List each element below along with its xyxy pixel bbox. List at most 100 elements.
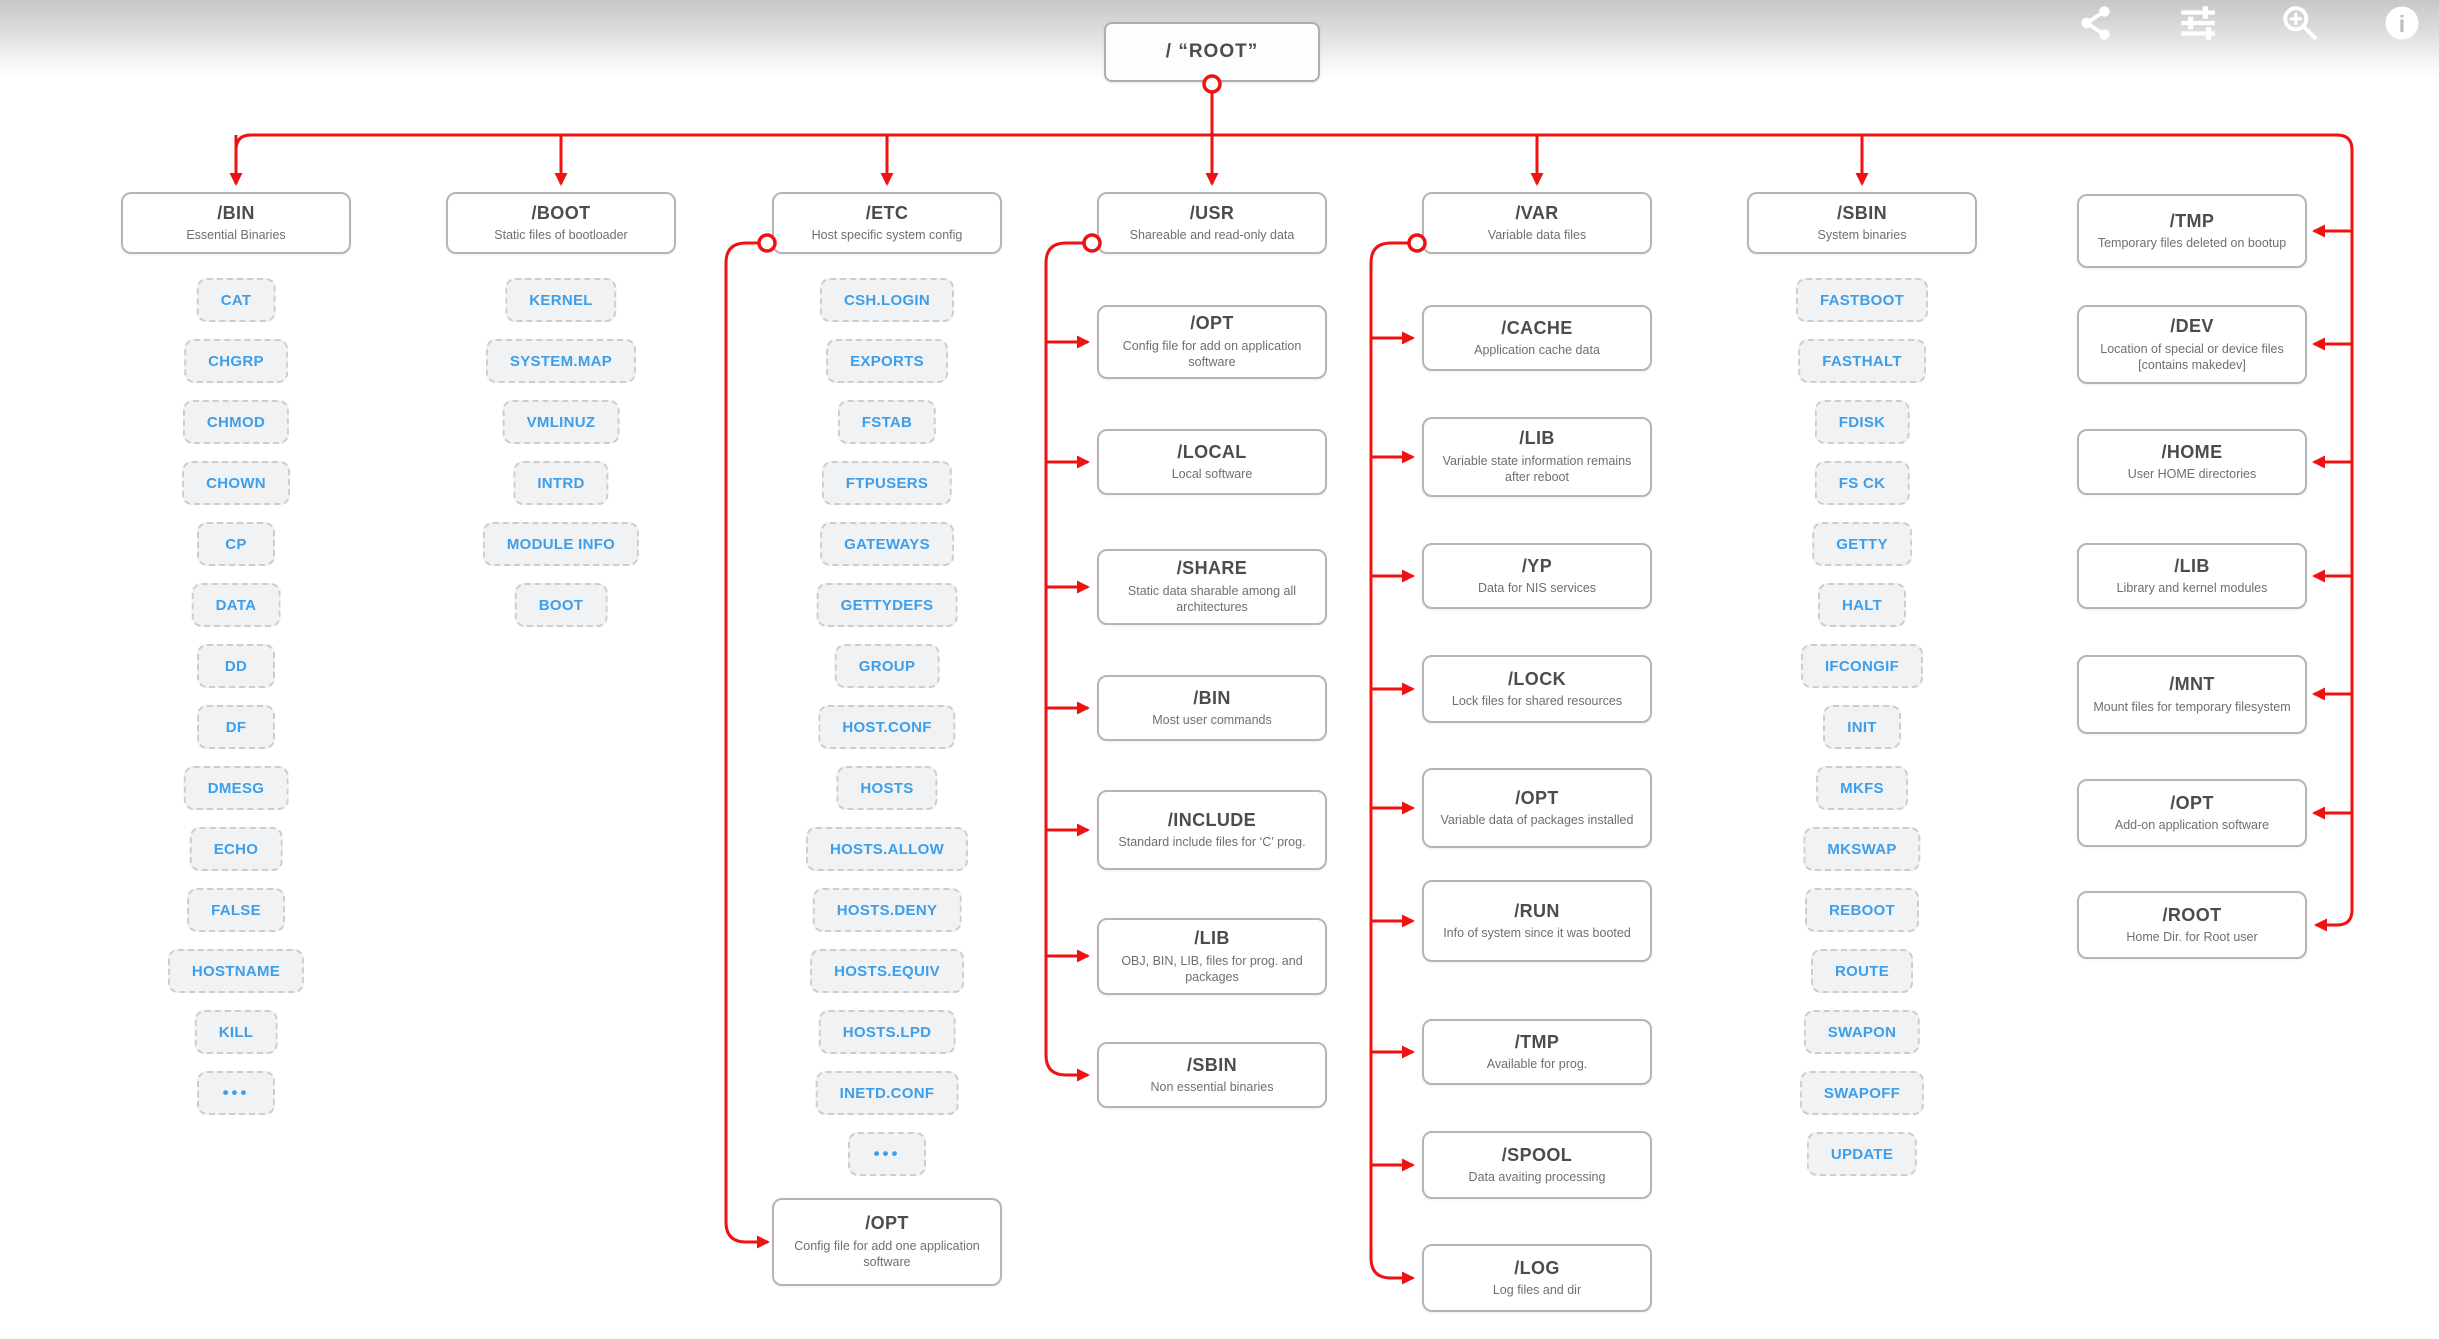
node-boot-desc: Static files of bootloader	[494, 228, 628, 243]
share-icon[interactable]	[2073, 0, 2119, 46]
item-sbin-route[interactable]: ROUTE	[1811, 949, 1913, 993]
subnode-var-opt-desc: Variable data of packages installed	[1440, 813, 1634, 828]
item-bin-chgrp[interactable]: CHGRP	[184, 339, 288, 383]
node-sbin-desc: System binaries	[1817, 228, 1907, 243]
item-boot-system-map[interactable]: SYSTEM.MAP	[485, 339, 637, 383]
node-right-lib-desc: Library and kernel modules	[2116, 581, 2268, 596]
item-bin-more[interactable]: •••	[197, 1071, 275, 1115]
item-etc-hosts-lpd[interactable]: HOSTS.LPD	[818, 1010, 956, 1054]
item-etc-csh-login[interactable]: CSH.LOGIN	[819, 278, 955, 322]
item-boot-module-info[interactable]: MODULE INFO	[482, 522, 640, 566]
item-sbin-mkswap[interactable]: MKSWAP	[1803, 827, 1921, 871]
item-etc-exports[interactable]: EXPORTS	[826, 339, 948, 383]
item-bin-data[interactable]: DATA	[191, 583, 281, 627]
item-sbin-update[interactable]: UPDATE	[1806, 1132, 1918, 1176]
item-etc-host-conf[interactable]: HOST.CONF	[818, 705, 956, 749]
item-bin-cp[interactable]: CP	[197, 522, 275, 566]
zoom-in-icon[interactable]	[2277, 0, 2323, 46]
item-sbin-fastboot[interactable]: FASTBOOT	[1795, 278, 1929, 322]
subnode-usr-include-title: /INCLUDE	[1167, 809, 1257, 830]
item-etc-group[interactable]: GROUP	[834, 644, 940, 688]
item-bin-false[interactable]: FALSE	[187, 888, 285, 932]
item-bin-dd[interactable]: DD	[197, 644, 275, 688]
subnode-usr-sbin-desc: Non essential binaries	[1150, 1080, 1274, 1095]
item-sbin-swapon[interactable]: SWAPON	[1803, 1010, 1921, 1054]
item-boot-intrd[interactable]: INTRD	[513, 461, 609, 505]
item-bin-cat[interactable]: CAT	[196, 278, 276, 322]
info-icon[interactable]: i	[2379, 0, 2425, 46]
item-bin-echo[interactable]: ECHO	[189, 827, 283, 871]
item-sbin-ifcongif[interactable]: IFCONGIF	[1800, 644, 1924, 688]
item-boot-kernel[interactable]: KERNEL	[505, 278, 617, 322]
item-bin-hostname[interactable]: HOSTNAME	[167, 949, 305, 993]
item-sbin-fdisk[interactable]: FDISK	[1814, 400, 1910, 444]
node-right-root-title: /ROOT	[2162, 904, 2222, 925]
item-etc-fstab[interactable]: FSTAB	[837, 400, 937, 444]
svg-text:i: i	[2399, 11, 2405, 37]
item-sbin-reboot[interactable]: REBOOT	[1805, 888, 1919, 932]
item-bin-df[interactable]: DF	[197, 705, 275, 749]
item-boot-boot[interactable]: BOOT	[514, 583, 608, 627]
item-bin-dmesg[interactable]: DMESG	[183, 766, 289, 810]
subnode-var-cache-title: /CACHE	[1501, 317, 1573, 338]
item-sbin-fs-ck[interactable]: FS CK	[1814, 461, 1910, 505]
node-right-tmp-title: /TMP	[2169, 210, 2215, 231]
node-sbin[interactable]: /SBIN System binaries	[1747, 192, 1977, 254]
node-sbin-title: /SBIN	[1836, 202, 1887, 223]
item-sbin-getty[interactable]: GETTY	[1812, 522, 1912, 566]
item-bin-chmod[interactable]: CHMOD	[182, 400, 290, 444]
subnode-usr-local[interactable]: /LOCAL Local software	[1097, 429, 1327, 495]
item-etc-gettydefs[interactable]: GETTYDEFS	[816, 583, 958, 627]
item-etc-more[interactable]: •••	[848, 1132, 926, 1176]
item-boot-vmlinuz[interactable]: VMLINUZ	[502, 400, 620, 444]
subnode-usr-local-desc: Local software	[1171, 467, 1253, 482]
item-bin-kill[interactable]: KILL	[194, 1010, 278, 1054]
item-etc-hosts-deny[interactable]: HOSTS.DENY	[812, 888, 962, 932]
item-sbin-init[interactable]: INIT	[1823, 705, 1901, 749]
item-etc-hosts-equiv[interactable]: HOSTS.EQUIV	[810, 949, 964, 993]
subnode-usr-local-title: /LOCAL	[1177, 441, 1247, 462]
node-root[interactable]: / “ROOT”	[1104, 22, 1320, 82]
node-boot[interactable]: /BOOT Static files of bootloader	[446, 192, 676, 254]
item-etc-gateways[interactable]: GATEWAYS	[820, 522, 954, 566]
item-etc-ftpusers[interactable]: FTPUSERS	[821, 461, 953, 505]
item-sbin-fasthalt[interactable]: FASTHALT	[1798, 339, 1926, 383]
node-boot-title: /BOOT	[531, 202, 591, 223]
item-sbin-mkfs[interactable]: MKFS	[1816, 766, 1908, 810]
item-sbin-swapoff[interactable]: SWAPOFF	[1799, 1071, 1925, 1115]
tune-icon[interactable]	[2175, 0, 2221, 46]
item-etc-hosts[interactable]: HOSTS	[836, 766, 938, 810]
item-etc-hosts-allow[interactable]: HOSTS.ALLOW	[805, 827, 969, 871]
subnode-etc-opt-desc: Config file for add one application soft…	[794, 1239, 980, 1270]
item-bin-chown[interactable]: CHOWN	[182, 461, 290, 505]
item-etc-inetd-conf[interactable]: INETD.CONF	[815, 1071, 959, 1115]
item-sbin-halt[interactable]: HALT	[1817, 583, 1907, 627]
